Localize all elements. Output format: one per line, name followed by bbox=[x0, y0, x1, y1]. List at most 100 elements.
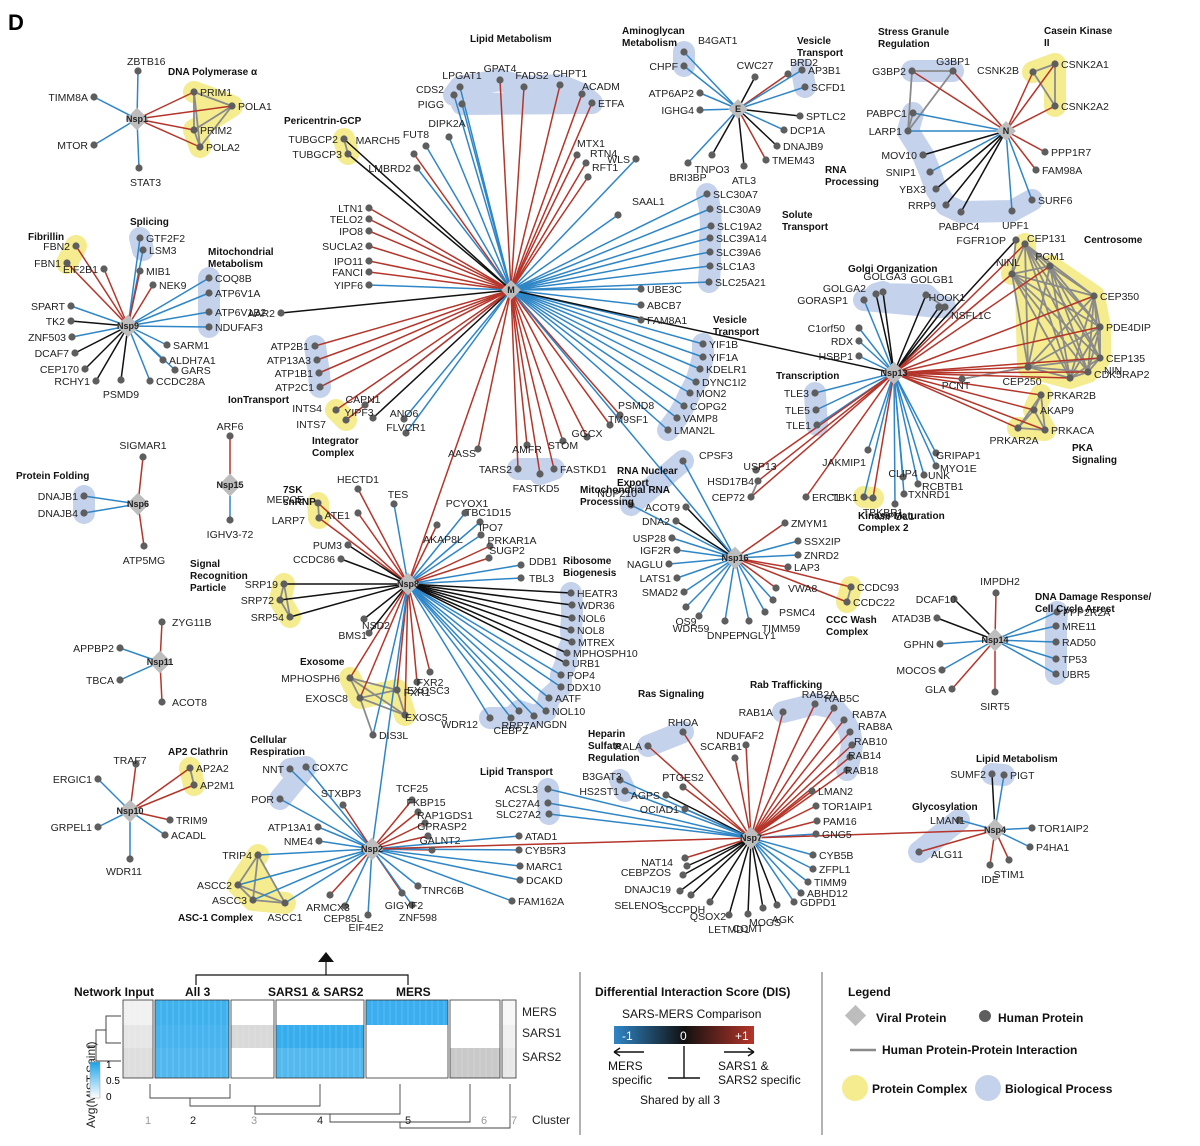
edge-nsp1-prim1 bbox=[136, 91, 195, 120]
human-label-tor1aip1: TOR1AIP1 bbox=[822, 801, 873, 813]
human-node-b4gat1 bbox=[680, 48, 688, 56]
human-label-tnrc6b: TNRC6B bbox=[422, 885, 464, 897]
human-label-nek9: NEK9 bbox=[159, 280, 187, 292]
human-node-tcf25 bbox=[408, 796, 416, 804]
human-node-tp53 bbox=[1052, 655, 1060, 663]
edge-nsp8-dis3l bbox=[372, 583, 409, 736]
ppi-edge bbox=[359, 689, 398, 699]
row-label-sars1: SARS1 bbox=[522, 1026, 562, 1040]
human-node-cpsf3 bbox=[679, 457, 687, 465]
human-node-c1orf50 bbox=[855, 324, 863, 332]
edge-nsp2-dcakd bbox=[371, 848, 521, 881]
edge-nsp9-spart bbox=[70, 305, 129, 327]
human-label-tars2: TARS2 bbox=[479, 464, 512, 476]
human-label-fxr2: FXR2 bbox=[417, 677, 444, 689]
edge-nsp16-ngly1 bbox=[734, 557, 750, 622]
edge-nsp7-rab5c bbox=[750, 707, 835, 839]
human-label-slc27a4: SLC27A4 bbox=[495, 798, 540, 810]
edge-nsp2-armcx3 bbox=[329, 848, 373, 896]
edge-m-fanci bbox=[368, 271, 512, 291]
human-label-yipf3: YIPF3 bbox=[344, 407, 373, 419]
heatmap-cluster-3-row-1 bbox=[231, 1025, 274, 1048]
human-node-ybx3 bbox=[932, 185, 940, 193]
ppi-edge bbox=[252, 899, 286, 904]
human-label-arf6: ARF6 bbox=[217, 421, 244, 433]
human-node-ascc3 bbox=[249, 896, 257, 904]
human-label-atp6v1a: ATP6V1A bbox=[215, 288, 260, 300]
human-node-mtrex bbox=[568, 638, 576, 646]
human-node-surf6 bbox=[1028, 196, 1036, 204]
human-node-tor1aip2 bbox=[1028, 824, 1036, 832]
dis-shared: Shared by all 3 bbox=[640, 1093, 720, 1107]
heatmap-cluster-3-row-2 bbox=[231, 1048, 274, 1078]
viral-label-nsp4: Nsp4 bbox=[984, 825, 1006, 835]
human-label-mon2: MON2 bbox=[696, 388, 726, 400]
ppi-edge bbox=[1032, 71, 1056, 107]
human-node-ubr5 bbox=[1052, 670, 1060, 678]
edge-nsp2-cep85l bbox=[344, 848, 373, 907]
human-label-armcx3: ARMCX3 bbox=[306, 902, 350, 914]
human-label-mphosph10: MPHOSPH10 bbox=[573, 648, 638, 660]
edge-nsp9-aldh7a1 bbox=[127, 325, 164, 361]
human-node-traf7 bbox=[132, 760, 140, 768]
edge-nsp2-cyb5r3 bbox=[371, 848, 520, 851]
human-node-rrp7a bbox=[515, 707, 523, 715]
human-label-rab14: RAB14 bbox=[848, 750, 881, 762]
edge-nsp13-cep135 bbox=[893, 357, 1101, 374]
human-node-ints4 bbox=[332, 406, 340, 414]
human-label-gprasp2: GPRASP2 bbox=[417, 821, 467, 833]
edge-m-fastkd1 bbox=[510, 289, 555, 470]
human-label-scarb1: SCARB1 bbox=[700, 741, 742, 753]
annotation-fibrillin: Fibrillin bbox=[28, 232, 64, 243]
viral-label-nsp15: Nsp15 bbox=[216, 480, 243, 490]
human-node-rab5c bbox=[830, 704, 838, 712]
edge-nsp2-tcf25 bbox=[371, 799, 413, 850]
human-label-mtor: MTOR bbox=[57, 140, 88, 152]
human-node-chpf bbox=[680, 62, 688, 70]
edge-m-ano6 bbox=[403, 289, 512, 420]
human-node-pam16 bbox=[813, 817, 821, 825]
human-node-sugp2 bbox=[485, 554, 493, 562]
human-node-usp13 bbox=[752, 466, 760, 474]
edge-n-csnk2b bbox=[1005, 71, 1034, 132]
edge-m-stom bbox=[510, 289, 564, 442]
human-node-zyg11b bbox=[158, 618, 166, 626]
human-node-csnk2b bbox=[1029, 68, 1037, 76]
human-node-os9 bbox=[682, 603, 690, 611]
human-node-cds2 bbox=[450, 91, 458, 99]
human-label-fbn2: FBN2 bbox=[43, 241, 70, 253]
human-node-smad2 bbox=[680, 588, 688, 596]
human-node-rchy1 bbox=[92, 377, 100, 385]
human-label-impdh2: IMPDH2 bbox=[980, 576, 1020, 588]
human-label-stxbp3: STXBP3 bbox=[321, 788, 361, 800]
edge-nsp2-ascc1 bbox=[284, 848, 373, 904]
ppi-edge bbox=[193, 105, 233, 131]
human-label-cep135: CEP135 bbox=[1106, 353, 1145, 365]
edge-nsp2-ascc2 bbox=[237, 848, 373, 886]
ppi-edge bbox=[1011, 265, 1051, 275]
colorbar-tick-0: 0 bbox=[106, 1092, 112, 1103]
human-node-rab8a bbox=[846, 728, 854, 736]
viral-node-m bbox=[501, 280, 521, 300]
heatmap-cluster-7-row-0 bbox=[502, 1000, 516, 1025]
human-label-dnajc19: DNAJC19 bbox=[624, 884, 671, 896]
human-node-prim1 bbox=[190, 88, 198, 96]
human-label-brd2: BRD2 bbox=[790, 57, 818, 69]
human-node-atad3b bbox=[933, 614, 941, 622]
human-node-fkbp15 bbox=[414, 808, 422, 816]
human-label-wdr59: WDR59 bbox=[673, 623, 710, 635]
edge-m-cds2 bbox=[453, 94, 512, 291]
human-node-akap9 bbox=[1030, 406, 1038, 414]
human-node-nol8 bbox=[567, 626, 575, 634]
edge-nsp14-mre11 bbox=[994, 625, 1057, 641]
human-node-impdh2 bbox=[992, 589, 1000, 597]
human-label-psmd9: PSMD9 bbox=[103, 389, 139, 401]
human-label-tk2: TK2 bbox=[46, 316, 65, 328]
edge-nsp7-rhoa bbox=[682, 731, 752, 839]
edge-nsp2-trip4 bbox=[257, 848, 373, 856]
ppi-edge bbox=[1049, 265, 1071, 379]
human-label-ndufaf3: NDUFAF3 bbox=[215, 322, 263, 334]
human-label-hsd17b4: HSD17B4 bbox=[707, 476, 754, 488]
human-node-atp2b1 bbox=[311, 342, 319, 350]
